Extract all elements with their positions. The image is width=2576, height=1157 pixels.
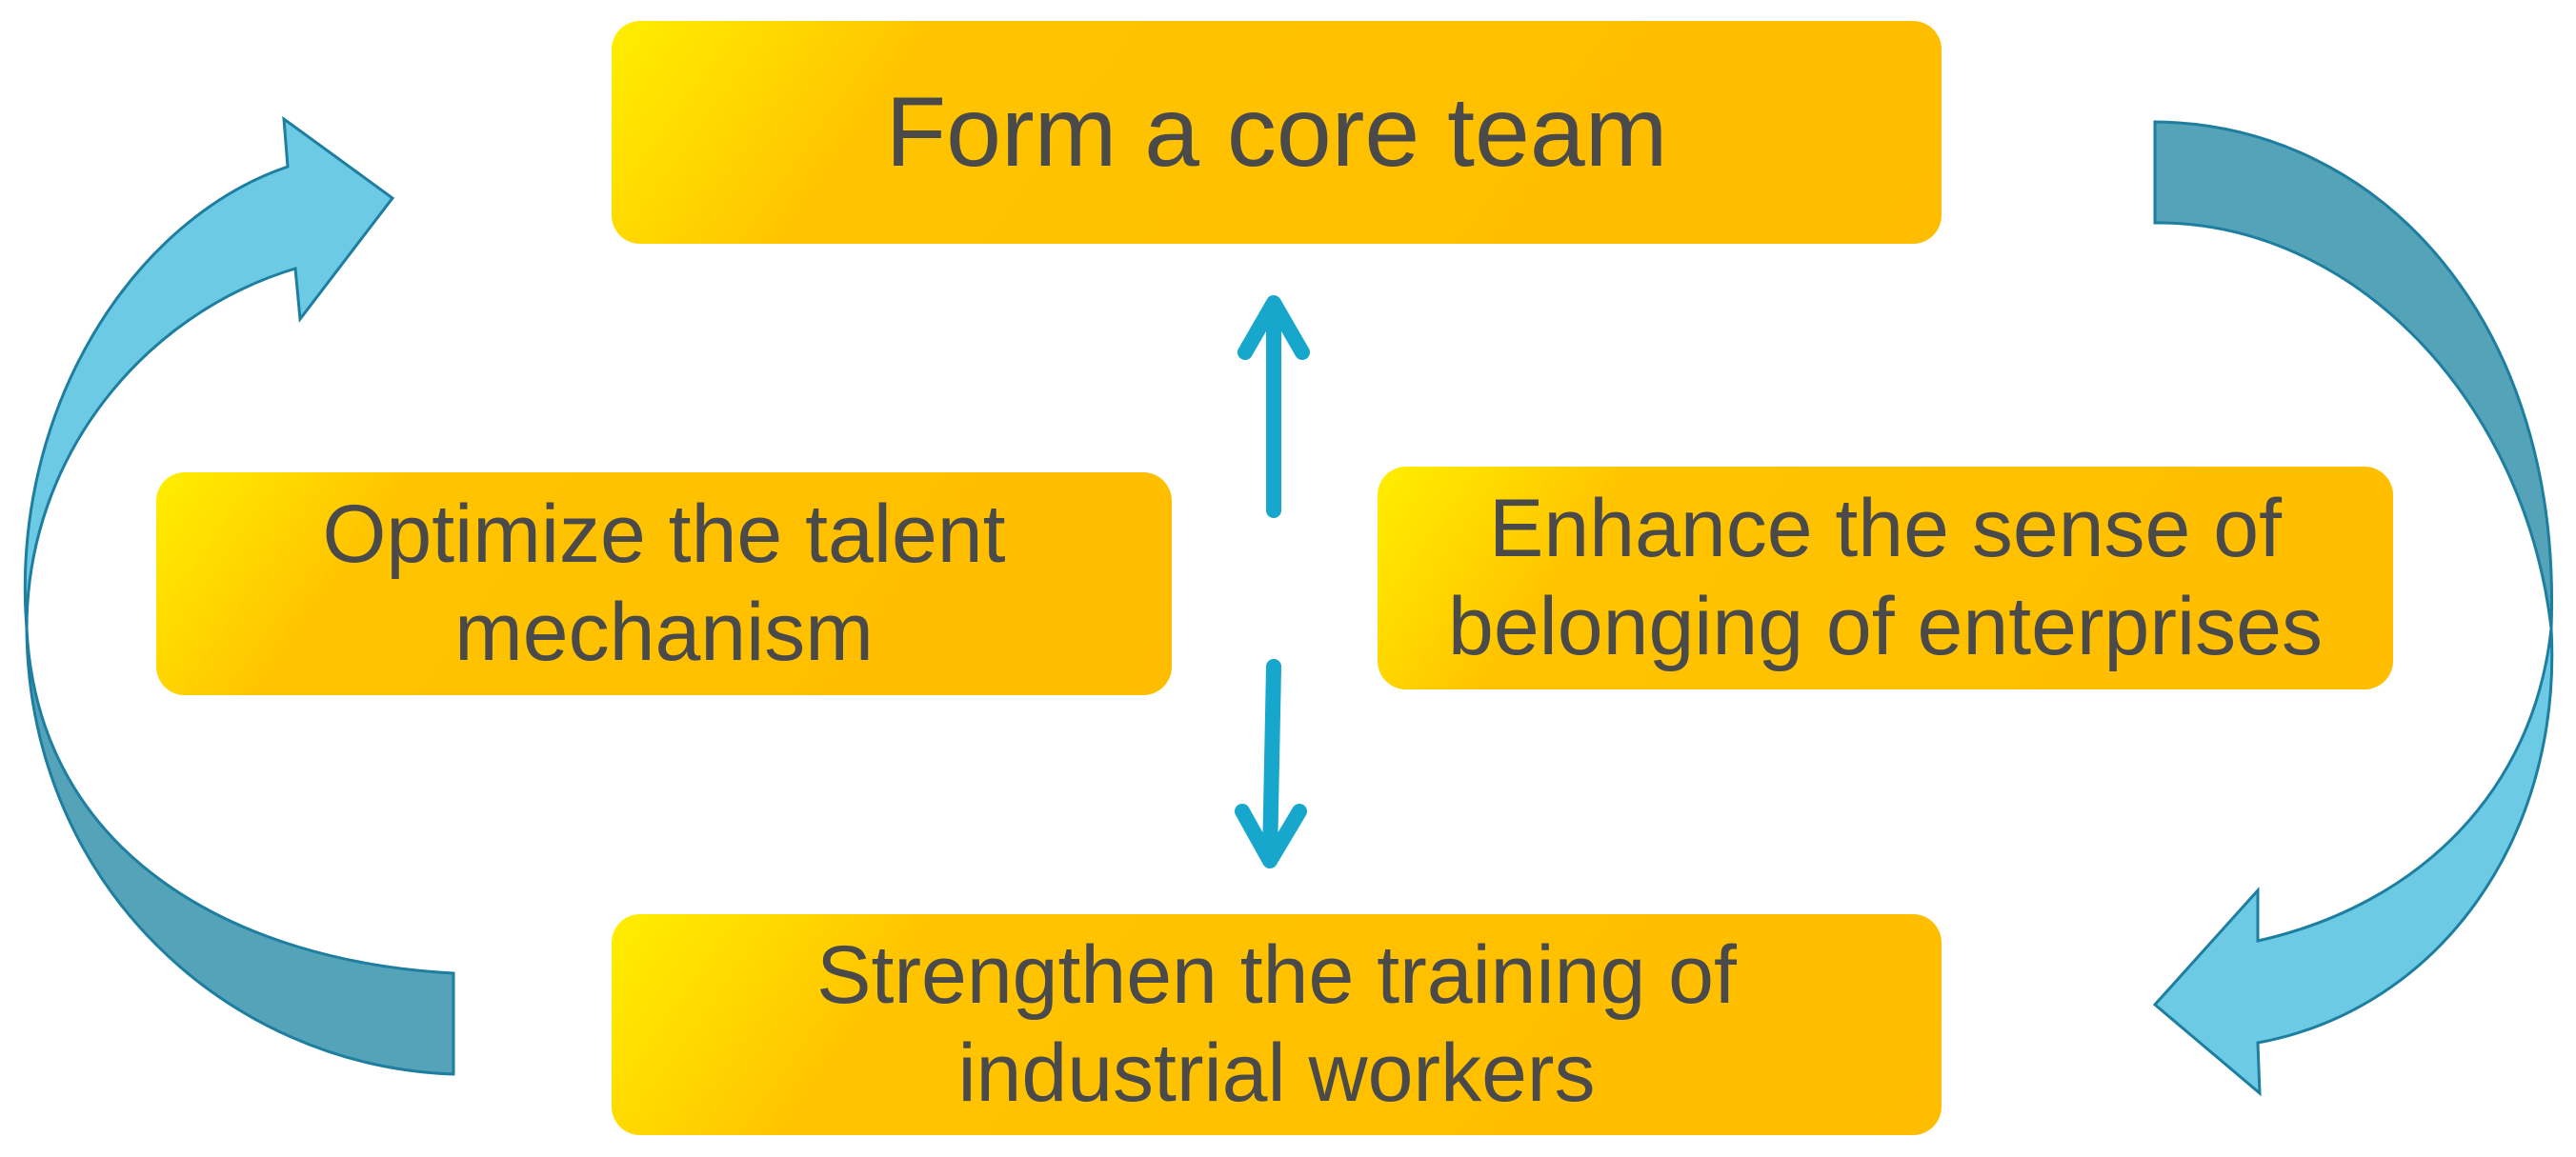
right-arrow-upper-ribbon xyxy=(2153,120,2554,629)
right-arrow-lower-ribbon xyxy=(2152,628,2554,1097)
node-left-text: Optimize the talent mechanism xyxy=(322,486,1005,682)
node-top-label: Form a core team xyxy=(885,76,1668,188)
node-strengthen-training: Strengthen the training of industrial wo… xyxy=(612,914,1942,1135)
left-arrow-upper-ribbon xyxy=(23,115,395,629)
node-left-label-line1: Optimize the talent xyxy=(322,488,1006,580)
node-right-text: Enhance the sense of belonging of enterp… xyxy=(1448,480,2323,676)
node-left-label-line2: mechanism xyxy=(454,587,874,678)
left-arrow-lower-ribbon xyxy=(25,628,455,1076)
node-bottom-label-line1: Strengthen the training of xyxy=(816,928,1737,1021)
node-enhance-sense-of-belonging: Enhance the sense of belonging of enterp… xyxy=(1378,467,2393,689)
right-cycle-arrow-icon xyxy=(2152,120,2554,1097)
node-form-core-team: Form a core team xyxy=(612,21,1942,244)
node-bottom-label-line2: industrial workers xyxy=(957,1027,1596,1119)
node-bottom-text: Strengthen the training of industrial wo… xyxy=(816,927,1737,1123)
left-cycle-arrow-icon xyxy=(23,115,455,1076)
node-optimize-talent-mechanism: Optimize the talent mechanism xyxy=(156,472,1172,695)
down-connector-arrow-icon xyxy=(1235,659,1307,868)
node-right-label-line1: Enhance the sense of xyxy=(1489,482,2282,574)
up-connector-arrow-icon xyxy=(1238,295,1310,518)
node-right-label-line2: belonging of enterprises xyxy=(1448,581,2323,672)
